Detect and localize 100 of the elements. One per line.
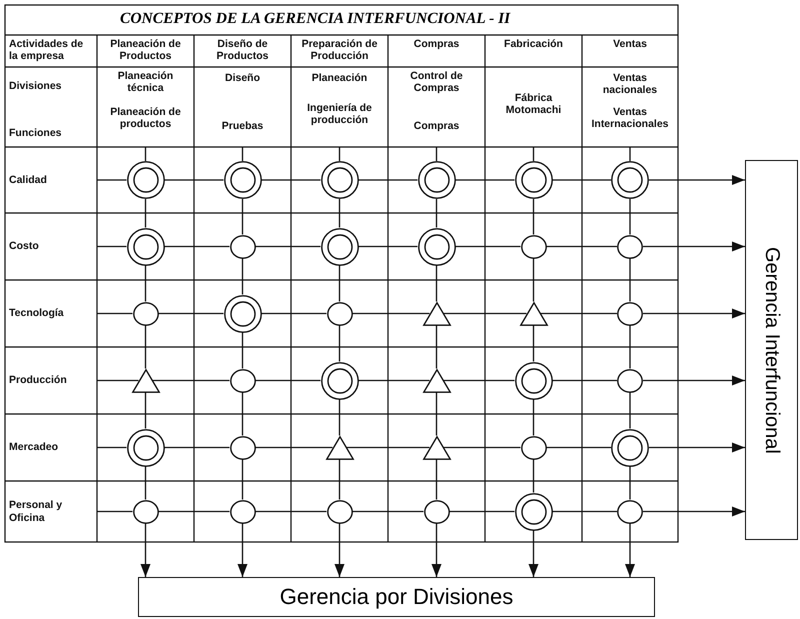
- connector-line: [144, 199, 146, 228]
- connector-line: [144, 326, 146, 368]
- column-header: Compras: [412, 38, 460, 50]
- table-cell-text: Fábrica Motomachi: [504, 92, 562, 116]
- circle-symbol: [230, 234, 256, 258]
- table-cell-text: Diseño: [224, 72, 261, 84]
- connector-line: [242, 258, 244, 294]
- row-header: Funciones: [9, 127, 63, 140]
- connector-line: [532, 326, 534, 362]
- row-label: Mercadeo: [9, 440, 60, 456]
- table-cell-text: Planeación técnica: [116, 70, 174, 94]
- connector-line: [97, 510, 132, 512]
- connector-line: [242, 392, 244, 436]
- connector-line: [164, 179, 224, 181]
- double-circle-symbol: [418, 161, 456, 199]
- connector-line: [164, 446, 230, 448]
- connector-line: [242, 147, 244, 161]
- arrow: [649, 442, 745, 452]
- circle-symbol: [520, 234, 546, 258]
- connector-line: [629, 326, 631, 368]
- triangle-symbol: [422, 302, 450, 326]
- connector-line: [532, 199, 534, 234]
- triangle-symbol: [422, 436, 450, 460]
- connector-line: [552, 380, 617, 382]
- connector-line: [256, 246, 320, 248]
- arrow: [432, 524, 442, 577]
- connector-line: [352, 510, 424, 512]
- connector-line: [338, 266, 340, 302]
- connector-line: [456, 179, 514, 181]
- circle-symbol: [326, 302, 352, 326]
- connector-line: [629, 258, 631, 302]
- connector-line: [436, 392, 438, 436]
- connector-line: [532, 258, 534, 302]
- connector-line: [629, 466, 631, 500]
- connector-line: [436, 266, 438, 302]
- connector-line: [144, 466, 146, 500]
- connector-line: [540, 312, 617, 314]
- connector-line: [552, 510, 617, 512]
- connector-line: [358, 380, 430, 382]
- row-label: Costo: [9, 239, 40, 254]
- circle-symbol: [132, 500, 158, 524]
- double-circle-symbol: [514, 161, 552, 199]
- double-circle-symbol: [320, 161, 358, 199]
- connector-line: [552, 179, 611, 181]
- row-label: Calidad: [9, 172, 48, 188]
- connector-line: [242, 460, 244, 500]
- connector-line: [144, 266, 146, 302]
- connector-line: [256, 446, 332, 448]
- double-circle-symbol: [224, 294, 262, 332]
- row-label: Producción: [9, 373, 64, 388]
- circle-symbol: [520, 436, 546, 460]
- connector-line: [144, 147, 146, 161]
- connector-line: [338, 147, 340, 161]
- arrow: [643, 308, 745, 318]
- column-header: Preparación de Producción: [300, 38, 378, 62]
- connector-line: [256, 380, 320, 382]
- table-cell-text: Planeación de productos: [109, 106, 182, 130]
- column-header: Planeación de Productos: [109, 38, 182, 62]
- title: CONCEPTOS DE LA GERENCIA INTERFUNCIONAL - II: [120, 10, 510, 28]
- connector-line: [152, 380, 230, 382]
- connector-line: [532, 147, 534, 161]
- circle-symbol: [617, 302, 643, 326]
- table-cell-text: Pruebas: [220, 120, 264, 132]
- connector-line: [97, 246, 126, 248]
- column-header: Diseño de Productos: [216, 38, 270, 62]
- connector-line: [629, 392, 631, 428]
- connector-line: [338, 400, 340, 436]
- connector-line: [346, 446, 430, 448]
- process-box: Gerencia por Divisiones: [138, 577, 655, 617]
- column-header: Ventas: [612, 38, 648, 50]
- connector-line: [144, 392, 146, 428]
- connector-line: [97, 312, 132, 314]
- connector-line: [532, 460, 534, 492]
- double-circle-symbol: [320, 228, 358, 266]
- circle-symbol: [617, 234, 643, 258]
- double-circle-symbol: [126, 428, 164, 466]
- arrow: [649, 175, 745, 185]
- connector-line: [436, 199, 438, 228]
- connector-line: [338, 326, 340, 362]
- table-cell-text: Compras: [412, 120, 460, 132]
- table-cell-text: Ventas nacionales: [602, 72, 658, 96]
- arrow: [528, 530, 538, 577]
- connector-line: [358, 179, 418, 181]
- connector-line: [436, 147, 438, 161]
- connector-line: [164, 246, 230, 248]
- triangle-symbol: [520, 302, 548, 326]
- arrow: [643, 376, 745, 386]
- connector-line: [629, 199, 631, 234]
- double-circle-symbol: [126, 228, 164, 266]
- table-cell-text: Control de Compras: [409, 70, 464, 94]
- arrow: [643, 242, 745, 252]
- arrow: [643, 506, 745, 516]
- circle-symbol: [424, 500, 450, 524]
- connector-line: [629, 147, 631, 161]
- circle-symbol: [617, 368, 643, 392]
- connector-line: [97, 380, 138, 382]
- process-box: Gerencia Interfuncional: [745, 160, 798, 540]
- row-label: Personal y Oficina: [9, 498, 64, 526]
- connector-line: [338, 460, 340, 500]
- double-circle-symbol: [418, 228, 456, 266]
